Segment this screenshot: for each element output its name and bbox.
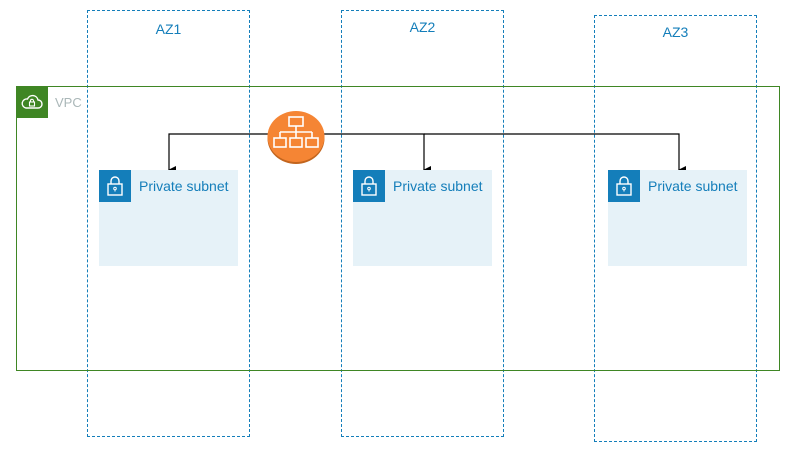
- vpc-label: VPC: [55, 95, 82, 110]
- availability-zone-3: AZ3: [594, 15, 757, 442]
- subnet-label: Private subnet: [393, 178, 483, 194]
- lock-icon: [353, 170, 385, 202]
- az-label: AZ2: [409, 19, 436, 35]
- elastic-load-balancer-icon: [267, 111, 325, 164]
- connector-to-subnet-3: [424, 133, 686, 174]
- connector-to-subnet-2: [322, 133, 431, 174]
- private-subnet-1: Private subnet: [99, 170, 238, 266]
- lock-icon: [99, 170, 131, 202]
- subnet-label: Private subnet: [648, 178, 738, 194]
- private-subnet-2: Private subnet: [353, 170, 492, 266]
- vpc-group: VPC: [16, 86, 780, 371]
- az-label: AZ3: [662, 24, 689, 40]
- connector-to-subnet-1: [168, 133, 270, 174]
- availability-zone-2: AZ2: [341, 10, 504, 437]
- vpc-cloud-lock-icon: [16, 86, 48, 118]
- lock-icon: [608, 170, 640, 202]
- az-label: AZ1: [155, 21, 182, 37]
- availability-zone-1: AZ1: [87, 10, 250, 437]
- subnet-label: Private subnet: [139, 178, 229, 194]
- private-subnet-3: Private subnet: [608, 170, 747, 266]
